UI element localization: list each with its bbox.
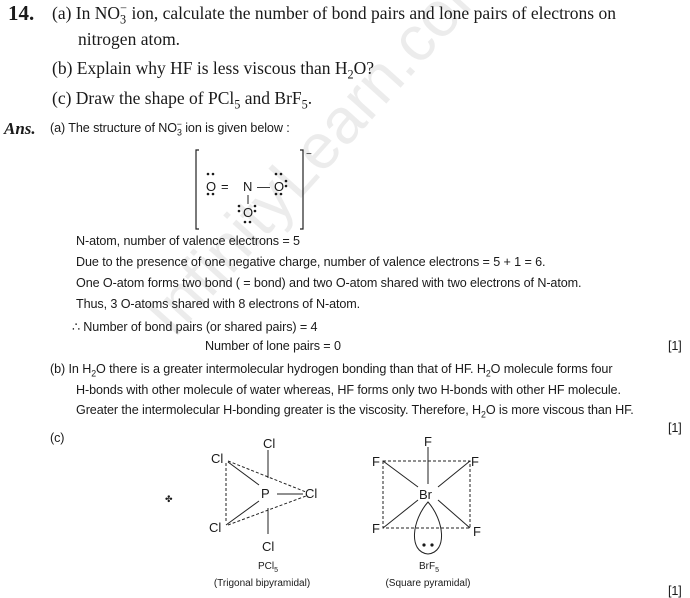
brf5-diagram xyxy=(382,447,471,555)
answer-b-line3: Greater the intermolecular H-bonding gre… xyxy=(76,403,634,420)
text: ion, calculate the number of bond pairs … xyxy=(127,3,616,23)
answer-b-line1: (b) In H2O there is a greater intermolec… xyxy=(50,362,613,379)
stray-mark-icon: ✤ xyxy=(165,494,173,504)
subscript: 3 xyxy=(176,127,182,138)
lone-pair-dots xyxy=(206,172,288,224)
answer-line-4: Thus, 3 O-atoms shared with 8 electrons … xyxy=(76,297,361,311)
double-bond: = xyxy=(221,179,229,194)
subscript: 5 xyxy=(301,97,308,112)
text: O is more viscous than HF. xyxy=(485,403,634,417)
ligand-f: F xyxy=(372,521,380,536)
text: PCl xyxy=(258,561,274,572)
mark: [1] xyxy=(668,339,682,353)
text: . xyxy=(307,88,313,108)
ligand-cl: Cl xyxy=(263,436,275,451)
subscript: 2 xyxy=(91,368,96,379)
subscript: 5 xyxy=(435,567,439,574)
answer-a-intro: (a) The structure of NO3− ion is given b… xyxy=(50,118,290,138)
brf5-shape: (Square pyramidal) xyxy=(385,578,470,589)
text: Greater the intermolecular H-bonding gre… xyxy=(76,403,482,417)
answer-c-label: (c) xyxy=(50,431,65,445)
ligand-cl: Cl xyxy=(305,486,317,501)
mark: [1] xyxy=(668,421,682,435)
text: (a) In NO xyxy=(52,3,121,23)
ligand-cl: Cl xyxy=(209,520,221,535)
question-b: (b) Explain why HF is less viscous than … xyxy=(52,58,375,82)
ligand-f: F xyxy=(424,434,432,449)
atom-o: O xyxy=(206,179,216,194)
question-number: 14. xyxy=(8,1,35,25)
superscript: − xyxy=(176,118,182,129)
center-br: Br xyxy=(419,487,433,502)
question-a: (a) In NO3− ion, calculate the number of… xyxy=(52,1,616,27)
text: O molecule forms four xyxy=(490,362,613,376)
center-p: P xyxy=(261,486,270,501)
subscript: 2 xyxy=(347,67,354,82)
ligand-f: F xyxy=(471,454,479,469)
brf5-formula: BrF5 xyxy=(419,561,439,574)
question-c: (c) Draw the shape of PCl5 and BrF5. xyxy=(52,88,313,112)
pcl5-formula: PCl5 xyxy=(258,561,278,574)
text: O? xyxy=(353,58,375,78)
subscript: 2 xyxy=(481,409,486,420)
text: O there is a greater intermolecular hydr… xyxy=(96,362,486,376)
ligand-f: F xyxy=(473,524,481,539)
ligand-cl: Cl xyxy=(211,451,223,466)
subscript: 3 xyxy=(120,12,127,27)
answer-b-line2: H-bonds with other molecule of water whe… xyxy=(76,383,621,397)
answer-line-5: ∴ Number of bond pairs (or shared pairs)… xyxy=(72,320,318,334)
answer-line-6: Number of lone pairs = 0 xyxy=(205,339,341,353)
pcl5-shape: (Trigonal bipyramidal) xyxy=(214,578,310,589)
single-bond: — xyxy=(257,179,270,194)
text: (a) The structure of NO xyxy=(50,121,177,135)
charge: − xyxy=(306,149,312,160)
atom-n: N xyxy=(243,179,252,194)
subscript: 2 xyxy=(485,368,491,379)
atom-o: O xyxy=(243,205,253,220)
ligand-cl: Cl xyxy=(262,539,274,554)
subscript: 5 xyxy=(274,567,278,574)
text: ion is given below : xyxy=(181,121,290,135)
superscript: − xyxy=(120,1,128,16)
question-a-line2: nitrogen atom. xyxy=(78,29,181,49)
nitrate-structure: − O = N — O O xyxy=(195,149,312,230)
atom-o: O xyxy=(274,179,284,194)
text: (b) Explain why HF is less viscous than … xyxy=(52,58,348,78)
subscript: 5 xyxy=(234,97,241,112)
text: BrF xyxy=(419,561,435,572)
answer-line-3: One O-atom forms two bond ( = bond) and … xyxy=(76,276,582,290)
text: (b) In H xyxy=(50,362,92,376)
ligand-f: F xyxy=(372,454,380,469)
answer-label: Ans. xyxy=(4,119,36,138)
text: and BrF xyxy=(240,88,302,108)
text: (c) Draw the shape of PCl xyxy=(52,88,235,108)
answer-line-2: Due to the presence of one negative char… xyxy=(76,255,546,269)
answer-line-1: N-atom, number of valence electrons = 5 xyxy=(76,234,300,248)
pcl5-diagram xyxy=(225,450,307,534)
